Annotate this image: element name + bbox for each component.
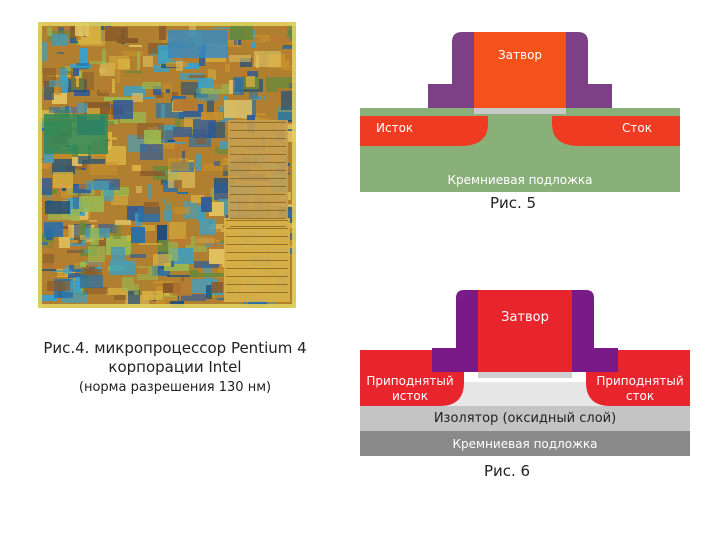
figure5-diagram: Затвор Исток Сток Кремниевая подложка — [360, 28, 680, 192]
fig5-source — [360, 116, 488, 146]
fig5-drain — [552, 116, 680, 146]
fig6-substrate-label: Кремниевая подложка — [452, 437, 598, 451]
figure4-caption: Рис.4. микропроцессор Pentium 4 корпорац… — [20, 339, 330, 397]
fig5-drain-label: Сток — [622, 121, 652, 135]
fig6-gate-label: Затвор — [501, 310, 549, 325]
fig5-substrate-label: Кремниевая подложка — [447, 173, 593, 187]
figure5-transistor-svg — [360, 32, 680, 192]
fig6-insulator-label: Изолятор (оксидный слой) — [433, 411, 617, 426]
fig6-gate-oxide — [478, 372, 572, 378]
fig6-spacer-right — [572, 290, 618, 372]
fig6-drain-label-line2: сток — [625, 389, 655, 403]
pentium4-die-photo — [38, 22, 296, 308]
fig6-substrate — [360, 431, 690, 456]
fig6-source-label: Приподнятый исток — [366, 374, 453, 404]
fig6-insulator — [360, 406, 690, 431]
figure4-caption-line2: корпорации Intel — [108, 358, 242, 376]
figure6-caption: Рис. 6 — [483, 462, 531, 480]
fig6-drain-label-line1: Приподнятый — [596, 374, 684, 388]
die-image — [38, 22, 296, 308]
fig5-spacer-left — [428, 32, 474, 108]
fig6-gate — [478, 290, 572, 376]
fig6-drain-label: Приподнятый сток — [596, 374, 683, 404]
figure5-caption: Рис. 5 — [489, 194, 537, 212]
fig6-spacer-left — [432, 290, 478, 372]
fig5-gate — [474, 32, 566, 112]
fig5-source-label: Исток — [376, 121, 414, 135]
figure4-caption-line3: (норма разрешения 130 нм) — [78, 380, 272, 395]
fig5-gate-label: Затвор — [497, 48, 543, 62]
fig5-gate-oxide — [474, 108, 566, 114]
fig5-spacer-right — [566, 32, 612, 108]
figure6-diagram: Затвор Приподнятый исток Приподнятый сто… — [360, 286, 690, 456]
figure4-caption-line1: Рис.4. микропроцессор Pentium 4 — [43, 339, 307, 357]
fig6-source-label-line1: Приподнятый — [366, 374, 454, 388]
fig6-source-label-line2: исток — [392, 389, 428, 403]
figure6-transistor-svg — [360, 290, 690, 456]
